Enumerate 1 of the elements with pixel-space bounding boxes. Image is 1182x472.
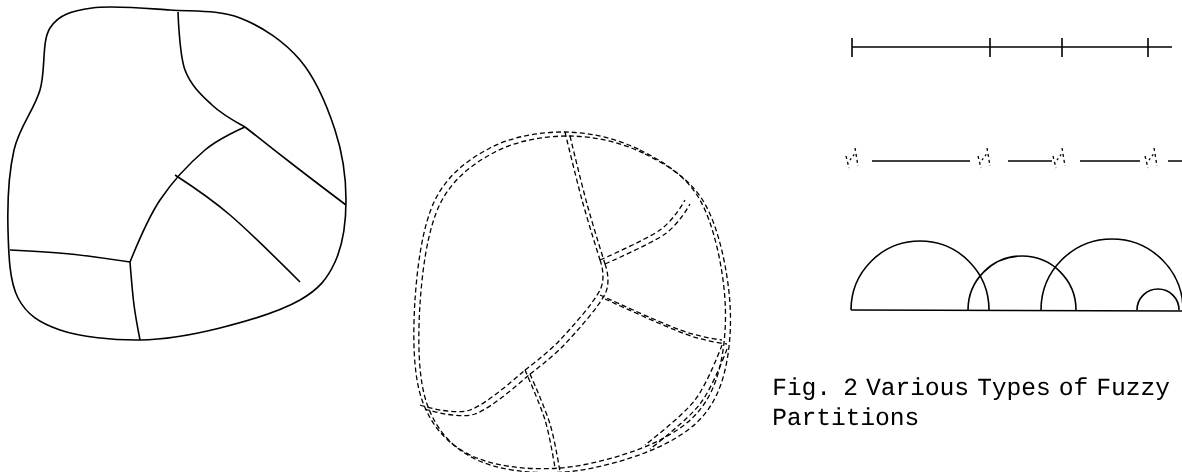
caption: Fig. 2 Various Types of Fuzzy Partitions bbox=[774, 377, 1170, 426]
